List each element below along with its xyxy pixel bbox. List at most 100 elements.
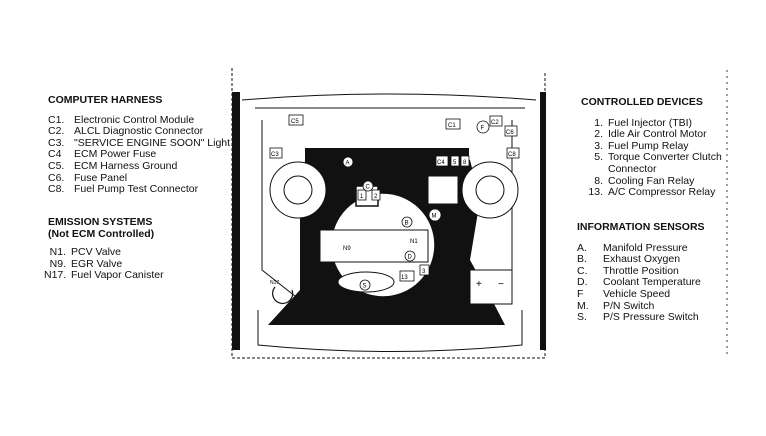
label-s: S	[359, 279, 371, 291]
label-d: D	[404, 250, 416, 262]
svg-text:1: 1	[360, 194, 364, 200]
legend-code: D.	[577, 276, 588, 289]
legend-code: 3.	[594, 139, 603, 152]
legend-code: S.	[577, 311, 587, 324]
svg-text:C: C	[366, 185, 371, 191]
legend-item: Connector	[581, 162, 722, 176]
svg-text:C8: C8	[508, 152, 516, 158]
left-strut-cap	[283, 175, 313, 205]
label-b: B	[401, 216, 413, 228]
svg-text:D: D	[408, 255, 413, 261]
svg-text:M: M	[432, 214, 437, 220]
legend-label: "SERVICE ENGINE SOON" Light	[74, 136, 231, 149]
battery-plus: +	[476, 279, 482, 290]
label-c: C	[362, 180, 374, 192]
label-device-8: 8	[460, 155, 470, 167]
label-c5: C5	[288, 114, 304, 126]
legend-item: D. Coolant Temperature	[577, 277, 705, 289]
legend-label: Vehicle Speed	[603, 287, 671, 300]
legend-label: P/S Pressure Switch	[603, 311, 699, 324]
label-c4: C4	[435, 155, 449, 167]
svg-text:2: 2	[374, 194, 378, 200]
legend-item: N9. EGR Valve	[44, 257, 164, 271]
svg-text:A: A	[346, 161, 350, 167]
svg-text:F: F	[481, 126, 485, 132]
computer-harness-heading: COMPUTER HARNESS	[48, 94, 163, 106]
label-device-13: 13	[399, 270, 415, 282]
legend-item: C2. ALCL Diagnostic Connector	[48, 126, 230, 138]
label-n9: N9	[343, 246, 351, 252]
legend-code: 8.	[594, 174, 603, 187]
legend-code: C3.	[48, 136, 65, 149]
label-device-2: 2	[371, 189, 381, 201]
legend-code: C2.	[48, 125, 65, 138]
svg-text:S: S	[363, 284, 367, 290]
legend-label: Torque Converter Clutch	[608, 151, 722, 164]
legend-label: ALCL Diagnostic Connector	[74, 125, 204, 138]
legend-code: 5.	[594, 151, 603, 164]
legend-label: Fuse Panel	[74, 171, 128, 184]
svg-text:C2: C2	[491, 120, 499, 126]
legend-code: N9.	[49, 257, 66, 270]
controlled-devices-heading: CONTROLLED DEVICES	[581, 96, 703, 108]
right-strut-cap	[475, 175, 505, 205]
legend-item: M.P/N Switch	[577, 299, 705, 313]
legend-code: C8.	[48, 183, 65, 196]
legend-item: S. P/S Pressure Switch	[577, 312, 705, 324]
label-f: F	[476, 120, 490, 134]
legend-label: Idle Air Control Motor	[608, 128, 707, 141]
legend-code: M.	[577, 299, 589, 312]
legend-item: 8.Cooling Fan Relay	[581, 174, 722, 188]
svg-text:N9: N9	[343, 246, 351, 252]
svg-text:5: 5	[453, 160, 457, 166]
firewall-line	[241, 93, 537, 101]
battery-minus: −	[498, 279, 504, 290]
legend-label: ECM Power Fuse	[74, 148, 157, 161]
legend-code: N17.	[44, 269, 67, 282]
legend-code: F	[577, 287, 584, 300]
label-device-3: 3	[419, 264, 430, 276]
legend-item: C8. Fuel Pump Test Connector	[48, 184, 230, 196]
label-c1: C1	[445, 118, 461, 130]
svg-text:3: 3	[422, 269, 426, 275]
controlled-devices-list: 1. Fuel Injector (TBI) 2. Idle Air Control …	[581, 116, 722, 199]
legend-code: C6.	[48, 171, 65, 184]
legend-item: N17.Fuel Vapor Canister	[44, 270, 164, 282]
legend-label: Fuel Pump Test Connector	[74, 183, 199, 196]
label-device-1: 1	[357, 189, 367, 201]
legend-label: Electronic Control Module	[74, 113, 195, 126]
legend-label: A/C Compressor Relay	[608, 186, 716, 199]
svg-text:B: B	[405, 221, 409, 227]
label-m: M	[428, 208, 442, 222]
legend-label: Coolant Temperature	[603, 276, 701, 289]
legend-label: EGR Valve	[71, 257, 123, 270]
legend-code: N1.	[49, 246, 66, 259]
controlled-devices-legend: CONTROLLED DEVICES 1. Fuel Injector (TBI)…	[581, 96, 722, 199]
legend-code: 1.	[594, 116, 603, 129]
svg-text:C6: C6	[506, 130, 514, 136]
legend-label: Fuel Injector (TBI)	[608, 116, 693, 129]
label-n17: N17	[270, 280, 294, 305]
legend-item: C5.ECM Harness Ground	[48, 159, 230, 173]
legend-item: 3.Fuel Pump Relay	[581, 139, 722, 153]
legend-code: C5.	[48, 159, 65, 172]
legend-code: 2.	[594, 128, 603, 141]
legend-label: Connector	[608, 162, 657, 175]
label-device-5: 5	[450, 155, 460, 167]
legend-label: PCV Valve	[71, 246, 121, 259]
legend-item: F Vehicle Speed	[577, 287, 705, 301]
svg-text:13: 13	[401, 275, 408, 281]
label-c2: C2	[489, 115, 503, 127]
bumper-line	[257, 310, 523, 352]
label-c6: C6	[504, 125, 518, 137]
legend-item: C6. Fuse Panel	[48, 171, 230, 185]
legend-item: C.Throttle Position	[577, 265, 705, 278]
left-fender-edge	[232, 92, 240, 350]
label-n1: N1	[410, 239, 418, 245]
legend-item: N1. PCV Valve	[44, 247, 164, 259]
legend-code: A.	[577, 241, 587, 254]
legend-code: C1.	[48, 113, 65, 126]
